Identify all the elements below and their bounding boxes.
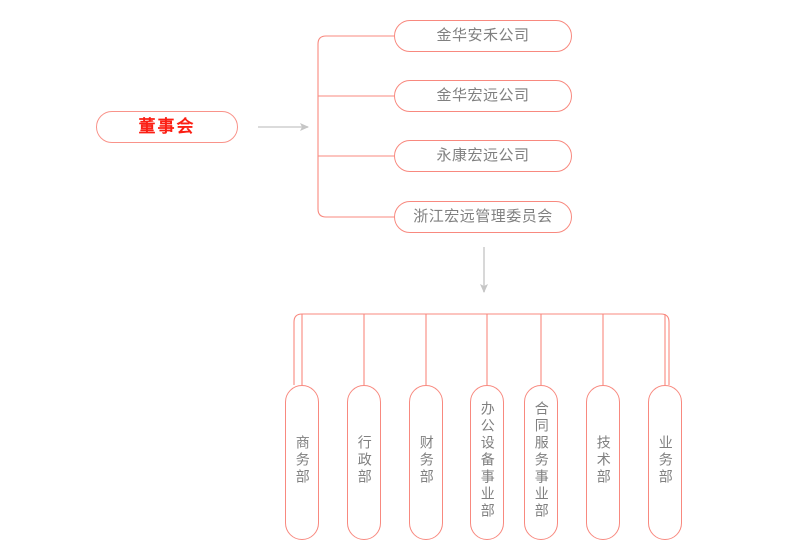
node-department-contract-service[interactable]: 合同服务事业部	[524, 385, 558, 540]
node-department-administration-label: 行政部	[356, 435, 373, 486]
node-department-technology[interactable]: 技术部	[586, 385, 620, 540]
node-department-operations[interactable]: 业务部	[648, 385, 682, 540]
node-department-finance[interactable]: 财务部	[409, 385, 443, 540]
node-department-business-label: 商务部	[294, 435, 311, 486]
node-company-zhejiang-hongyuan-committee[interactable]: 浙江宏远管理委员会	[394, 201, 572, 233]
node-board-of-directors-label: 董事会	[138, 116, 196, 136]
node-company-yongkang-hongyuan[interactable]: 永康宏远公司	[394, 140, 572, 172]
node-department-office-equipment[interactable]: 办公设备事业部	[470, 385, 504, 540]
node-department-business[interactable]: 商务部	[285, 385, 319, 540]
node-board-of-directors[interactable]: 董事会	[96, 111, 238, 143]
node-department-finance-label: 财务部	[418, 435, 435, 486]
node-department-technology-label: 技术部	[595, 435, 612, 486]
node-company-jinhua-hongyuan[interactable]: 金华宏远公司	[394, 80, 572, 112]
node-department-office-equipment-label: 办公设备事业部	[479, 401, 496, 520]
node-company-jinhua-anhe-label: 金华安禾公司	[436, 26, 530, 44]
node-company-jinhua-anhe[interactable]: 金华安禾公司	[394, 20, 572, 52]
node-department-contract-service-label: 合同服务事业部	[533, 401, 550, 520]
node-company-yongkang-hongyuan-label: 永康宏远公司	[436, 146, 530, 164]
department-bus	[293, 313, 670, 385]
node-company-jinhua-hongyuan-label: 金华宏远公司	[436, 86, 530, 104]
company-branch-top	[317, 35, 394, 218]
node-department-operations-label: 业务部	[657, 435, 674, 486]
node-company-zhejiang-hongyuan-committee-label: 浙江宏远管理委员会	[413, 207, 553, 225]
node-department-administration[interactable]: 行政部	[347, 385, 381, 540]
